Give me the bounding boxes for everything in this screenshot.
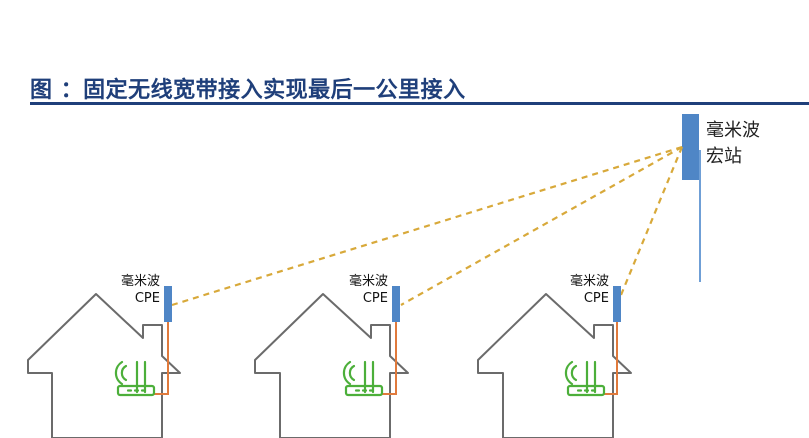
- house-outline: [477, 293, 632, 438]
- house-2: [254, 286, 409, 438]
- title-underline: [30, 102, 809, 105]
- cpe-cable: [382, 322, 397, 395]
- router-icon: [342, 360, 384, 397]
- cpe-label-line1: 毫米波: [120, 274, 160, 289]
- cpe-antenna: [164, 286, 172, 322]
- cpe-label-1: 毫米波 CPE: [110, 273, 160, 307]
- cpe-antenna: [613, 286, 621, 322]
- house-1: [27, 286, 181, 438]
- house-outline: [254, 293, 409, 438]
- cpe-label-line2: CPE: [134, 291, 160, 306]
- wireless-link-1: [171, 145, 683, 307]
- cpe-label-2: 毫米波 CPE: [338, 273, 388, 307]
- base-station-label-line2: 宏站: [706, 146, 742, 167]
- cpe-label-line1: 毫米波: [569, 274, 609, 289]
- house-outline: [27, 293, 181, 438]
- cpe-label-line2: CPE: [362, 291, 388, 306]
- base-station-antenna: [682, 114, 699, 180]
- house-3: [477, 286, 632, 438]
- wireless-link-3: [619, 146, 684, 296]
- cpe-label-3: 毫米波 CPE: [559, 273, 609, 307]
- cpe-cable: [604, 322, 618, 395]
- base-station-label: 毫米波 宏站: [706, 118, 760, 170]
- cpe-cable: [153, 322, 169, 395]
- base-station-label-line1: 毫米波: [706, 120, 760, 141]
- cpe-label-line1: 毫米波: [348, 274, 388, 289]
- wireless-link-2: [400, 146, 683, 306]
- router-icon: [114, 360, 156, 397]
- cpe-antenna: [392, 286, 400, 322]
- router-icon: [564, 360, 606, 397]
- cpe-label-line2: CPE: [583, 291, 609, 306]
- page-title: 图 ：固定无线宽带接入实现最后一公里接入: [30, 78, 466, 103]
